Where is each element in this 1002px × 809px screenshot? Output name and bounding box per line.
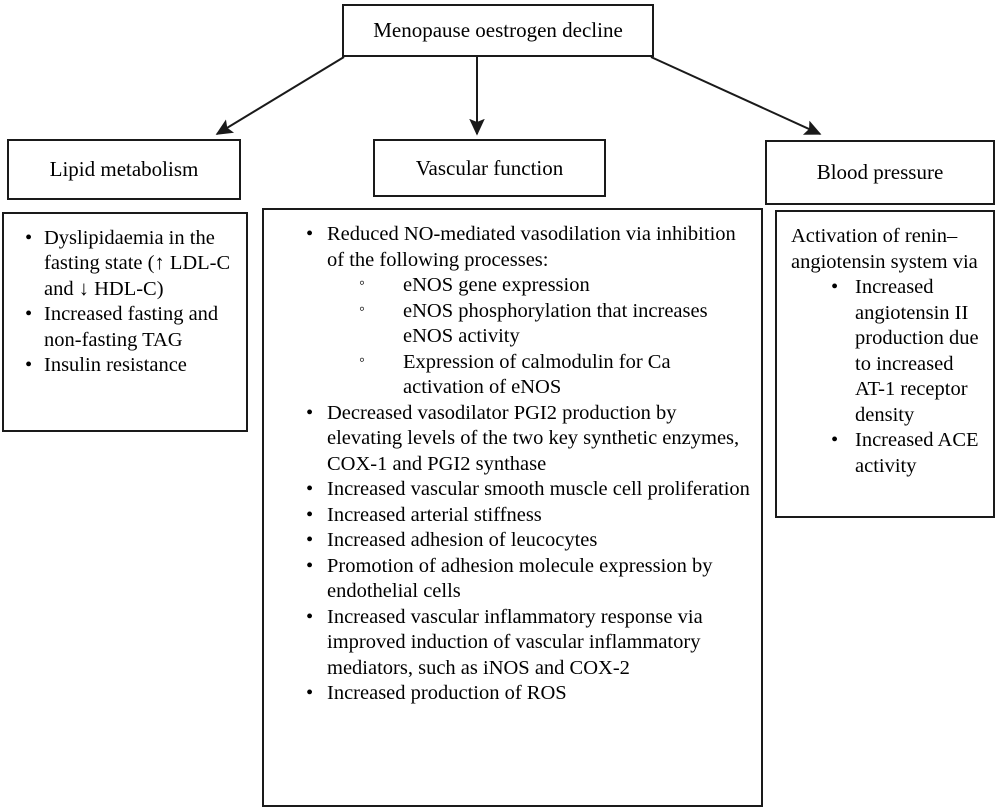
list-item-text: Reduced NO-mediated vasodilation via inh… <box>327 223 736 271</box>
list-item: Increased vascular smooth muscle cell pr… <box>300 477 753 503</box>
sub-list-item-text: eNOS gene expression <box>403 274 590 297</box>
bp-bullet-list: Increased angiotensin II production due … <box>791 275 985 479</box>
list-item-text: Insulin resistance <box>44 354 187 377</box>
list-item: Increased production of ROS <box>300 681 753 707</box>
arrow-root-to-lipid <box>215 56 345 135</box>
list-item-text: Promotion of adhesion molecule expressio… <box>327 554 713 603</box>
list-item-text: Increased arterial stiffness <box>327 503 542 526</box>
detail-box-blood-pressure: Activation of renin–angiotensin system v… <box>775 210 995 518</box>
list-item: Increased angiotensin II production due … <box>821 275 985 428</box>
list-item: Promotion of adhesion molecule expressio… <box>300 554 753 605</box>
list-item-text: Decreased vasodilator PGI2 production by… <box>327 401 740 475</box>
node-root-label: Menopause oestrogen decline <box>373 18 623 43</box>
vascular-bullet-list: Reduced NO-mediated vasodilation via inh… <box>300 222 753 707</box>
lipid-bullet-list: Dyslipidaemia in the fasting state (↑ LD… <box>16 226 240 379</box>
node-blood-pressure[interactable]: Blood pressure <box>765 140 995 205</box>
detail-box-vascular-function: Reduced NO-mediated vasodilation via inh… <box>262 208 763 807</box>
sub-list-item: Expression of calmodulin for Ca activati… <box>327 350 753 401</box>
list-item-text: Increased ACE activity <box>855 429 979 477</box>
list-item: Increased adhesion of leucocytes <box>300 528 753 554</box>
detail-box-lipid-metabolism: Dyslipidaemia in the fasting state (↑ LD… <box>2 212 248 432</box>
list-item-text: Increased vascular inflammatory response… <box>327 605 703 679</box>
sub-list-item-text: eNOS phosphorylation that increases eNOS… <box>403 299 708 348</box>
node-vascular-function[interactable]: Vascular function <box>373 139 606 197</box>
list-item: Increased vascular inflammatory response… <box>300 605 753 682</box>
sub-list-item-text: Expression of calmodulin for Ca activati… <box>403 350 671 399</box>
sub-list-item: eNOS phosphorylation that increases eNOS… <box>327 299 753 350</box>
list-item: Reduced NO-mediated vasodilation via inh… <box>300 222 753 401</box>
node-lipid-metabolism[interactable]: Lipid metabolism <box>7 139 241 200</box>
node-lipid-label: Lipid metabolism <box>49 157 199 182</box>
sub-list-item: eNOS gene expression <box>327 273 753 299</box>
list-item-text: Increased production of ROS <box>327 682 567 705</box>
node-vascular-label: Vascular function <box>415 155 564 180</box>
list-item: Increased ACE activity <box>821 428 985 479</box>
list-item-text: Increased fasting and non-fasting TAG <box>44 303 219 351</box>
list-item-text: Increased vascular smooth muscle cell pr… <box>327 478 750 501</box>
bp-lead-text: Activation of renin–angiotensin system v… <box>791 225 978 273</box>
node-menopause-oestrogen-decline[interactable]: Menopause oestrogen decline <box>342 4 654 57</box>
list-item: Dyslipidaemia in the fasting state (↑ LD… <box>16 226 240 302</box>
list-item: Insulin resistance <box>16 353 240 379</box>
list-item: Decreased vasodilator PGI2 production by… <box>300 401 753 478</box>
list-item: Increased arterial stiffness <box>300 503 753 529</box>
vascular-sub-bullet-list: eNOS gene expression eNOS phosphorylatio… <box>327 273 753 401</box>
list-item-text: Increased adhesion of leucocytes <box>327 529 598 552</box>
list-item: Increased fasting and non-fasting TAG <box>16 302 240 353</box>
arrow-root-to-bp <box>650 56 822 135</box>
list-item-text: Increased angiotensin II production due … <box>855 276 979 426</box>
list-item-text: Dyslipidaemia in the fasting state (↑ LD… <box>44 227 231 300</box>
node-bp-label: Blood pressure <box>816 160 944 185</box>
